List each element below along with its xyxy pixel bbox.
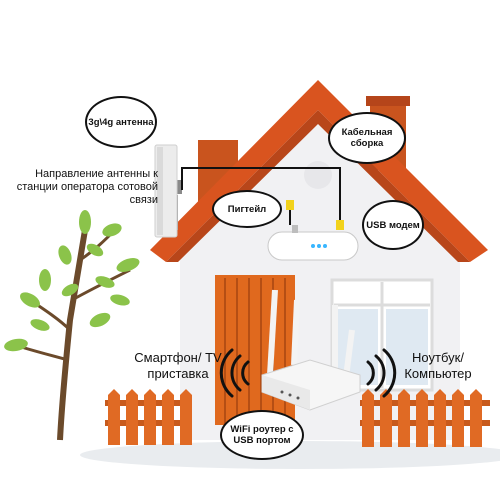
ground-shadow — [80, 441, 500, 469]
pigtail-label: Пигтейл — [227, 203, 267, 215]
laptop-label: Ноутбук/ Компьютер — [404, 350, 472, 381]
cable-label-bubble: Кабельная сборка — [328, 112, 406, 164]
usb-modem-icon — [267, 225, 359, 261]
cable-label: Кабельная сборка — [341, 127, 393, 149]
wifi-signal-left-icon — [219, 348, 250, 398]
wifi-router-icon — [261, 289, 361, 411]
usb-modem-label: USB модем — [366, 219, 420, 231]
antenna-label: 3g\4g антенна — [88, 116, 154, 128]
usb-modem-label-bubble: USB модем — [362, 200, 424, 250]
antenna-direction-label: Направление антенны к станции оператора … — [16, 168, 158, 206]
antenna-label-bubble: 3g\4g антенна — [85, 96, 157, 148]
pigtail-label-bubble: Пигтейл — [212, 190, 282, 228]
antenna-icon — [154, 144, 182, 238]
wifi-router-label: WiFi роутер с USB портом — [230, 424, 294, 446]
wifi-signal-right-icon — [366, 348, 397, 398]
wifi-router-label-bubble: WiFi роутер с USB портом — [220, 410, 304, 460]
tree-icon — [4, 210, 140, 441]
cable-connector-icon — [336, 220, 344, 230]
fence-icon — [105, 389, 490, 447]
smartphone-label: Смартфон/ TV приставка — [134, 350, 222, 381]
pigtail-connector-icon — [286, 200, 294, 210]
